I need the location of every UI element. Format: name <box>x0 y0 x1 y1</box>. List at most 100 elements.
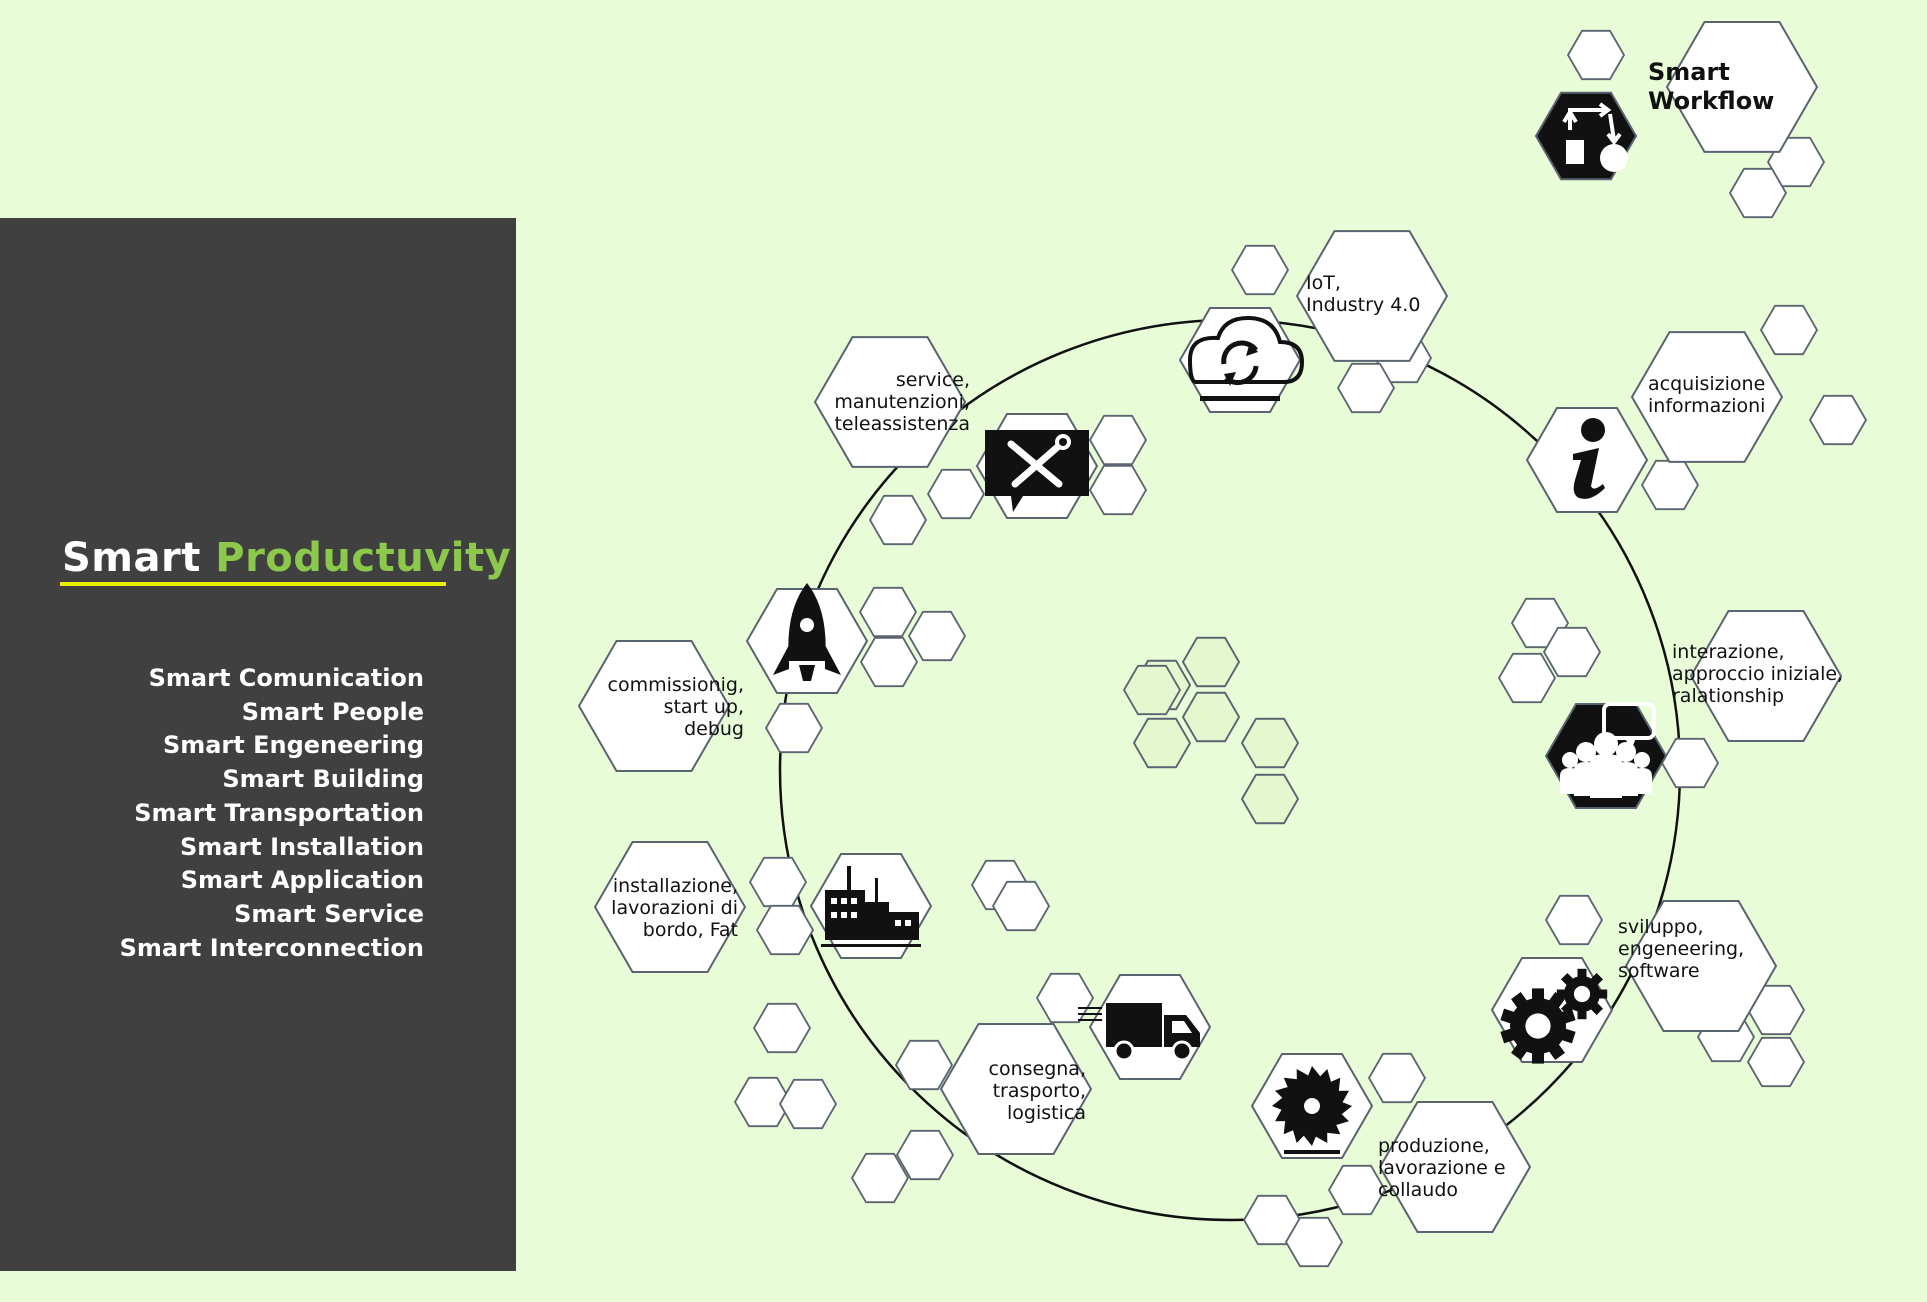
step-label-line: collaudo <box>1378 1179 1458 1201</box>
step-label-commissioning: commissionig,start up,debug <box>608 674 745 740</box>
label-hex-sviluppo <box>1624 900 1778 1032</box>
decor-hex <box>1728 167 1788 219</box>
decor-hex <box>1181 691 1241 743</box>
sidebar-item-installation[interactable]: Smart Installation <box>179 832 424 861</box>
decor-hex <box>1759 304 1819 356</box>
step-label-iot: IoT,Industry 4.0 <box>1306 272 1420 316</box>
step-label-line: trasporto, <box>993 1080 1086 1102</box>
decor-hex <box>1640 459 1700 511</box>
decor-hex <box>755 904 815 956</box>
sidebar-title-productivity: Productuvity <box>215 535 512 581</box>
truck-icon <box>1078 1003 1200 1062</box>
label-hex-produzione <box>1378 1101 1532 1233</box>
label-hex-workflow <box>1665 21 1819 153</box>
decor-hex <box>894 1039 954 1091</box>
step-label-line: ralationship <box>1672 685 1784 707</box>
sidebar-item-application[interactable]: Smart Application <box>180 866 424 895</box>
step-label-line: installazione, <box>613 875 738 897</box>
decor-hex <box>859 636 919 688</box>
step-label-line: commissionig, <box>608 674 745 696</box>
step-label-interazione: interazione,approccio iniziale,ralations… <box>1672 641 1843 707</box>
decor-hex <box>850 1152 910 1204</box>
decor-hex <box>991 880 1051 932</box>
decor-hex <box>752 1002 812 1054</box>
step-label-line: lavorazione e <box>1378 1157 1506 1179</box>
tools-chat-icon <box>985 430 1089 512</box>
decor-hex <box>926 468 986 520</box>
decor-hex <box>1240 773 1300 825</box>
sidebar-item-engeneering[interactable]: Smart Engeneering <box>162 731 424 760</box>
saw-blade-icon <box>1272 1066 1352 1154</box>
step-label-line: logistica <box>1007 1102 1086 1124</box>
decor-hex <box>1132 717 1192 769</box>
decor-hex <box>907 610 967 662</box>
cloud-sync-icon <box>1187 315 1305 401</box>
decor-hex <box>1327 1164 1387 1216</box>
sidebar-title-smart: Smart <box>62 535 201 581</box>
step-label-line: approccio iniziale, <box>1672 663 1843 685</box>
decor-hex <box>1746 1036 1806 1088</box>
step-label-line: IoT, <box>1306 272 1341 294</box>
label-hex-consegna <box>939 1023 1093 1155</box>
step-label-sviluppo: sviluppo,engeneering,software <box>1618 916 1744 982</box>
step-label-line: engeneering, <box>1618 938 1744 960</box>
step-label-line: informazioni <box>1648 395 1765 417</box>
decor-hex <box>1497 652 1557 704</box>
decor-hex <box>1660 737 1720 789</box>
decor-hex <box>1367 1052 1427 1104</box>
label-hex-service <box>813 336 967 468</box>
decor-hex <box>858 586 918 638</box>
step-label-line: interazione, <box>1672 641 1785 663</box>
people-chat-icon <box>1560 702 1656 798</box>
decor-hex <box>1336 362 1396 414</box>
decor-hex <box>778 1078 838 1130</box>
sidebar-item-comunication[interactable]: Smart Comunication <box>148 664 424 692</box>
decor-hex <box>1230 244 1290 296</box>
label-hex-iot <box>1295 230 1449 362</box>
sidebar-item-building[interactable]: Smart Building <box>222 765 424 794</box>
step-label-line: bordo, Fat <box>643 919 738 941</box>
decor-hex <box>1808 394 1868 446</box>
label-hex-acquisizione <box>1630 331 1784 463</box>
step-label-line: lavorazioni di <box>611 897 738 919</box>
step-label-line: sviluppo, <box>1618 916 1704 938</box>
sidebar-item-interconnection[interactable]: Smart Interconnection <box>119 933 424 962</box>
decor-hex <box>895 1129 955 1181</box>
step-label-consegna: consegna,trasporto,logistica <box>989 1058 1087 1124</box>
decor-hex <box>1240 717 1300 769</box>
decor-hex <box>1181 636 1241 688</box>
step-label-line: teleassistenza <box>834 413 970 435</box>
sidebar-item-people[interactable]: Smart People <box>241 697 424 726</box>
sidebar-title: Smart Productuvity <box>62 535 511 581</box>
decor-hex <box>1088 414 1148 466</box>
gears-icon <box>1500 968 1608 1064</box>
decor-hex <box>1284 1216 1344 1268</box>
info-icon <box>1573 418 1605 499</box>
step-label-line: start up, <box>664 696 744 718</box>
sidebar-item-service[interactable]: Smart Service <box>234 899 424 928</box>
step-label-line: acquisizione <box>1648 373 1765 395</box>
decor-hex <box>1088 464 1148 516</box>
label-hex-commissioning <box>577 640 731 772</box>
step-label-line: manutenzioni, <box>834 391 970 413</box>
label-hex-installazione <box>593 841 747 973</box>
step-label-line: service, <box>896 369 970 391</box>
workflow-title-line: Smart <box>1648 58 1730 86</box>
step-label-line: debug <box>684 718 744 740</box>
workflow-title-line: Workflow <box>1648 87 1774 115</box>
decor-hex <box>1122 664 1182 716</box>
label-hex-interazione <box>1689 610 1843 742</box>
sidebar-item-transportation[interactable]: Smart Transportation <box>134 798 424 827</box>
step-label-line: consegna, <box>989 1058 1087 1080</box>
sidebar-panel <box>0 218 516 1271</box>
rocket-icon <box>773 583 841 681</box>
decor-hex <box>748 856 808 908</box>
sidebar-title-underline <box>60 582 446 586</box>
step-label-service: service,manutenzioni,teleassistenza <box>834 369 970 435</box>
